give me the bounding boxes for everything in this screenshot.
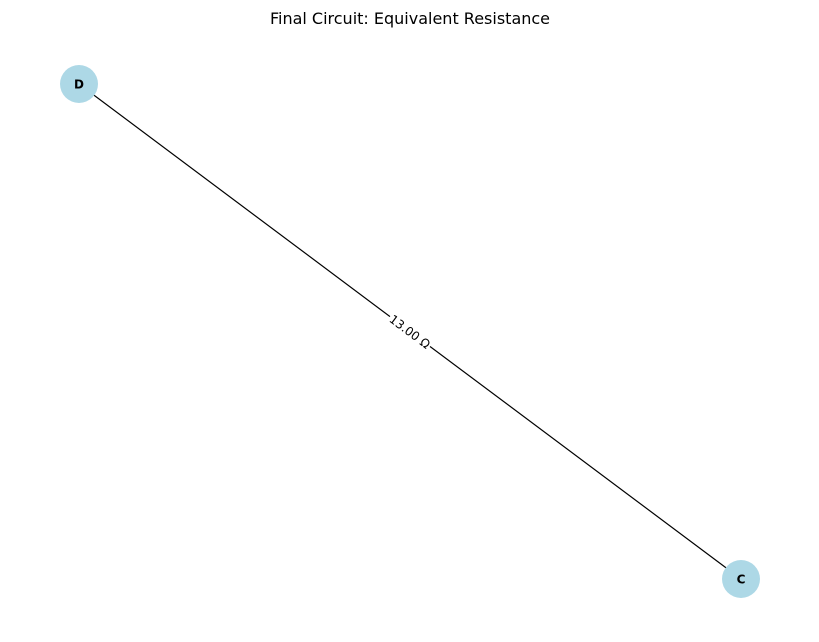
- node-c: C: [722, 560, 760, 598]
- edge-label-background: [384, 309, 436, 354]
- node-c-label: C: [737, 573, 746, 587]
- diagram-title: Final Circuit: Equivalent Resistance: [270, 9, 550, 28]
- node-c-circle: [722, 560, 760, 598]
- node-d-circle: [60, 65, 98, 103]
- node-d-label: D: [74, 78, 84, 92]
- node-d: D: [60, 65, 98, 103]
